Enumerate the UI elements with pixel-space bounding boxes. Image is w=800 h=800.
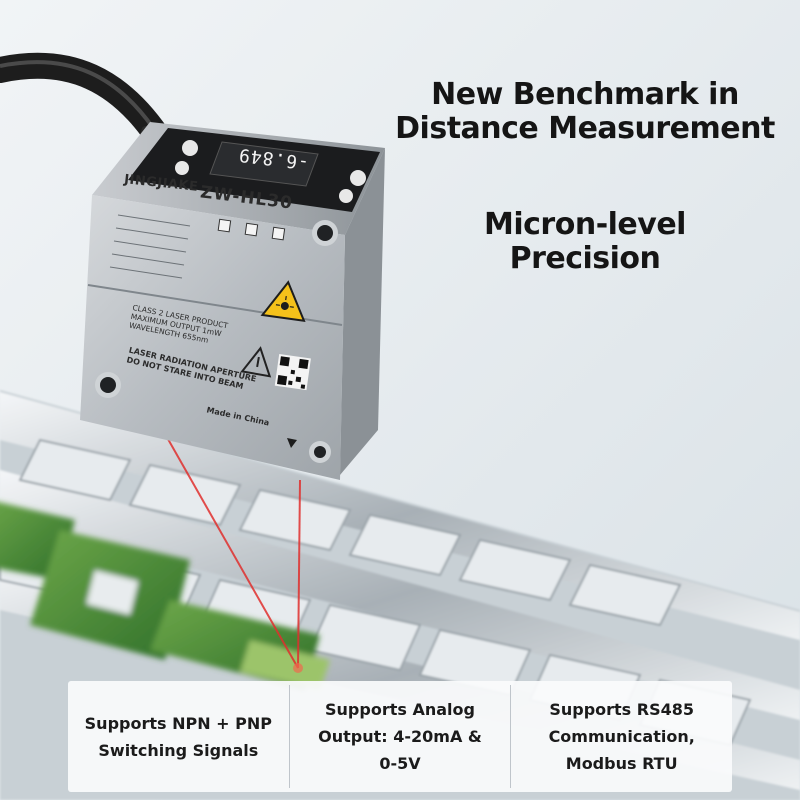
feature-panel: Supports NPN + PNP Switching Signals Sup… — [68, 681, 732, 792]
headline-benchmark: New Benchmark in Distance Measurement — [395, 77, 775, 146]
aperture-arrow-icon — [287, 438, 297, 448]
feature-switching-signals: Supports NPN + PNP Switching Signals — [84, 713, 272, 760]
feature-analog-output: Supports Analog Output: 4-20mA & 0-5V — [318, 700, 482, 773]
feature-divider — [510, 685, 512, 788]
laser-warning-icon — [260, 280, 306, 323]
pcb-boards — [0, 502, 330, 690]
qr-code-icon — [274, 353, 311, 391]
warning-triangle-icon — [240, 346, 272, 378]
headline-precision: Micron-level Precision — [484, 207, 686, 276]
laser-beams — [159, 424, 303, 673]
laser-sensor-device — [80, 122, 385, 480]
feature-rs485: Supports RS485 Communication, Modbus RTU — [548, 700, 695, 773]
feature-divider — [288, 685, 290, 788]
